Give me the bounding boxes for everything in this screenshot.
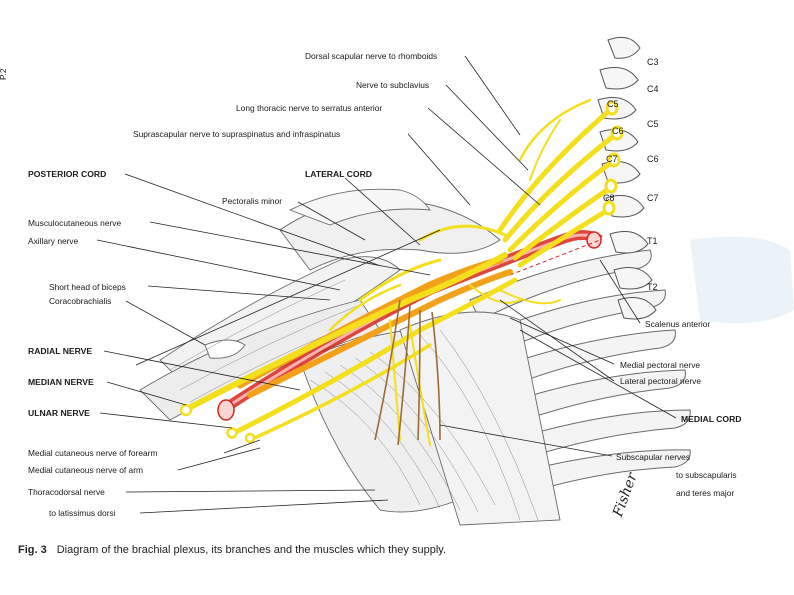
- figure-caption: Fig. 3 Diagram of the brachial plexus, it…: [18, 544, 718, 556]
- label-radial-nerve: RADIAL NERVE: [28, 346, 92, 356]
- label-coracobrachialis: Coracobrachialis: [49, 296, 111, 306]
- vertebra-label-t1: T1: [647, 236, 658, 246]
- label-pectoralis-minor: Pectoralis minor: [222, 196, 282, 206]
- label-suprascapular: Suprascapular nerve to supraspinatus and…: [133, 129, 340, 139]
- vertebra-label-t2: T2: [647, 282, 658, 292]
- vertebra-label-c5: C5: [647, 119, 659, 129]
- root-label-c5: C5: [607, 99, 619, 109]
- root-markers: [602, 100, 624, 216]
- vertebra-label-c6: C6: [647, 154, 659, 164]
- leader-lines: [96, 55, 677, 514]
- label-short-head-biceps: Short head of biceps: [49, 282, 126, 292]
- figure-caption-text: Diagram of the brachial plexus, its bran…: [56, 544, 447, 556]
- label-posterior-cord: POSTERIOR CORD: [28, 169, 106, 179]
- nerve-stumps: [179, 403, 256, 444]
- label-axillary: Axillary nerve: [28, 236, 79, 246]
- label-medial-pectoral: Medial pectoral nerve: [620, 360, 700, 370]
- label-subscapular-3: and teres major: [676, 488, 734, 498]
- margin-text: P.2: [0, 68, 8, 80]
- label-thoracodorsal-1: Thoracodorsal nerve: [28, 487, 105, 497]
- scapula-and-muscles: [139, 188, 561, 526]
- label-subscapular-1: Subscapular nerves: [616, 452, 690, 462]
- root-label-c7: C7: [606, 154, 618, 164]
- vertebral-column: [597, 36, 657, 320]
- subscapular-nerves: [374, 299, 441, 446]
- label-med-cut-arm: Medial cutaneous nerve of arm: [28, 465, 143, 475]
- label-thoracodorsal-2: to latissimus dorsi: [49, 508, 116, 518]
- vertebra-label-c4: C4: [647, 84, 659, 94]
- label-med-cut-forearm: Medial cutaneous nerve of forearm: [28, 448, 157, 458]
- label-lateral-pectoral: Lateral pectoral nerve: [620, 376, 701, 386]
- label-nerve-to-subclavius: Nerve to subclavius: [356, 80, 429, 90]
- label-subscapular-2: to subscapularis: [676, 470, 737, 480]
- label-median-nerve: MEDIAN NERVE: [28, 377, 94, 387]
- vertebra-label-c3: C3: [647, 57, 659, 67]
- label-dorsal-scapular: Dorsal scapular nerve to rhomboids: [305, 51, 437, 61]
- label-long-thoracic: Long thoracic nerve to serratus anterior: [236, 103, 382, 113]
- label-scalenus-anterior: Scalenus anterior: [645, 319, 710, 329]
- label-medial-cord: MEDIAL CORD: [681, 414, 741, 424]
- artist-signature: Fisher: [610, 470, 641, 520]
- muscle-striations: [169, 279, 539, 521]
- label-ulnar-nerve: ULNAR NERVE: [28, 408, 90, 418]
- label-lateral-cord: LATERAL CORD: [305, 169, 372, 179]
- root-label-c6: C6: [612, 126, 624, 136]
- label-musculocutaneous: Musculocutaneous nerve: [28, 218, 121, 228]
- vertebra-label-c7: C7: [647, 193, 659, 203]
- figure-number: Fig. 3: [18, 544, 47, 556]
- background-blue-patch: [690, 236, 794, 324]
- root-label-c8: C8: [603, 193, 615, 203]
